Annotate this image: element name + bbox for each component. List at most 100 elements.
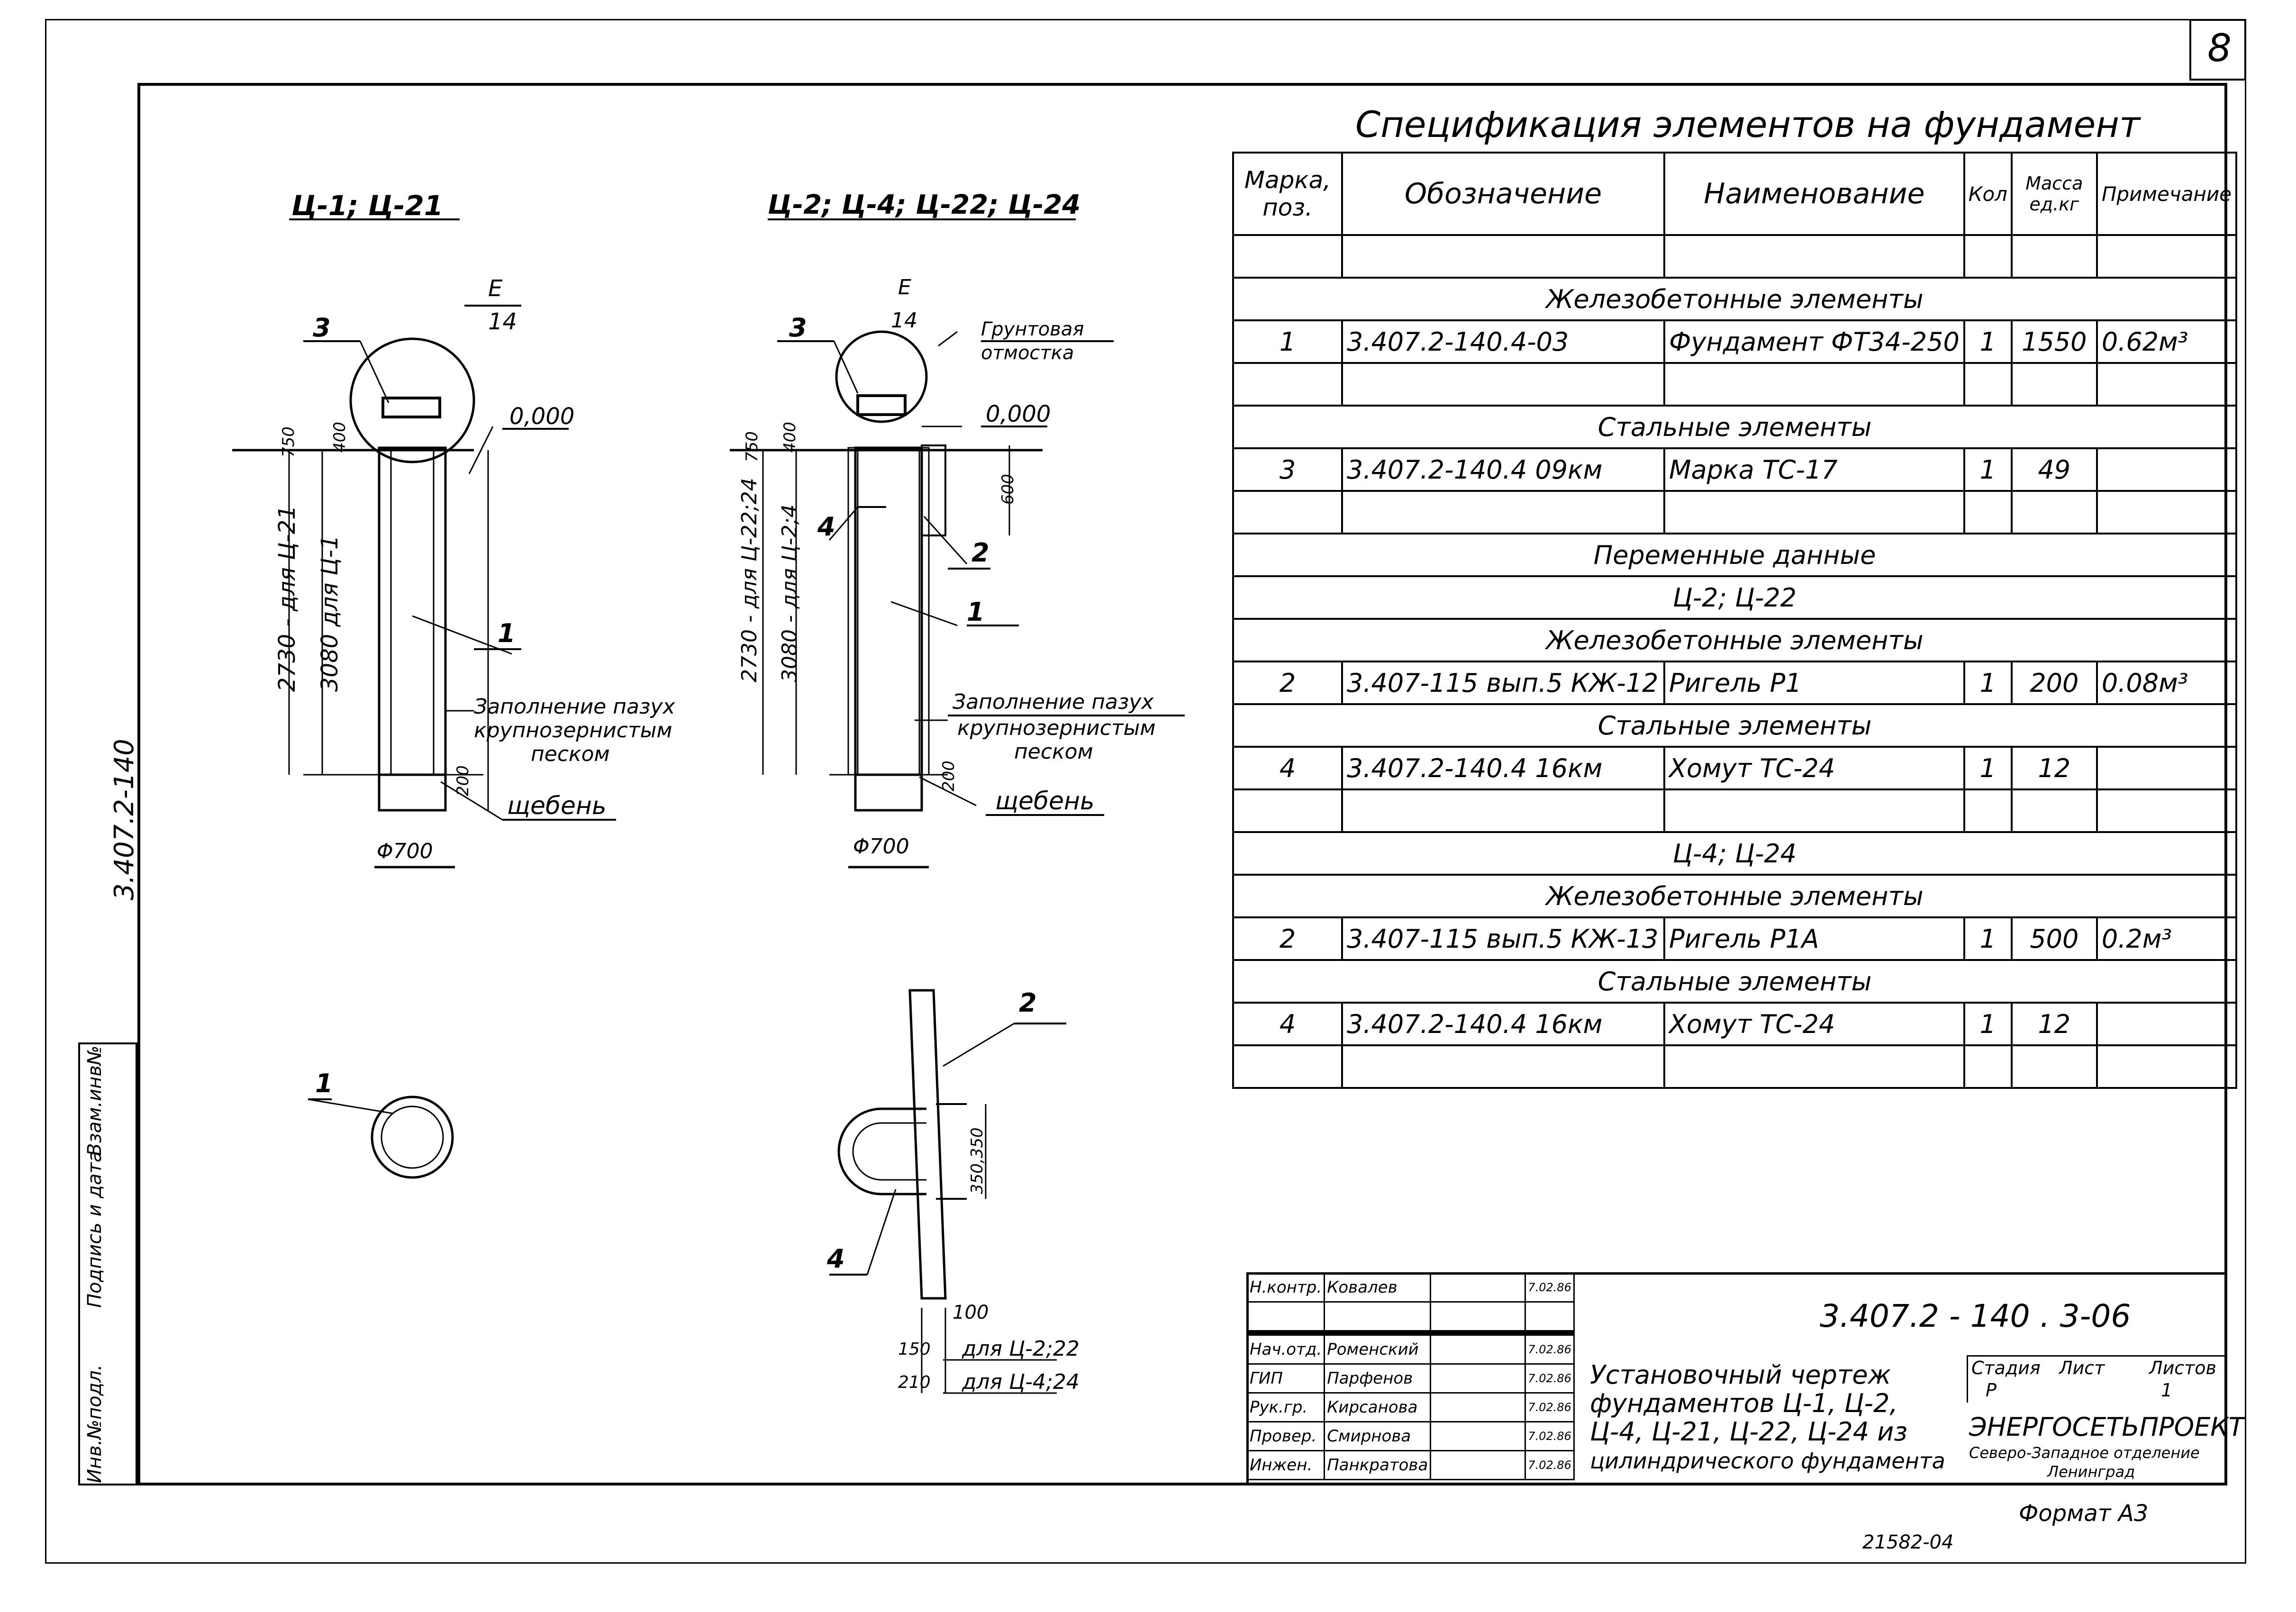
spec-title: Спецификация элементов на фундамент bbox=[1355, 103, 2141, 145]
spec-cell-note: 0.2м³ bbox=[2096, 916, 2238, 961]
plan2-dim-150-note: для Ц-2;22 bbox=[962, 1337, 1080, 1361]
view2-dim-length-a: 2730 - для Ц-22;24 bbox=[737, 478, 762, 682]
spec-table: Марка, поз. Обозначение Наименование Кол… bbox=[1232, 152, 2238, 1089]
spec-cell-note: 0.62м³ bbox=[2096, 319, 2238, 364]
spec-section-title: Переменные данные bbox=[1232, 533, 2238, 577]
col-note: Примечание bbox=[2096, 152, 2238, 236]
col-qty: Кол bbox=[1963, 152, 2013, 236]
signature-name: Парфенов bbox=[1324, 1363, 1432, 1394]
view2-note-fill-3: песком bbox=[1014, 740, 1093, 764]
sheets-label: Листов bbox=[2149, 1358, 2216, 1378]
plan2-dim-350: 350,350 bbox=[968, 1127, 987, 1194]
spec-cell-mass bbox=[2010, 1044, 2098, 1089]
spec-cell-mark: 4 bbox=[1232, 746, 1343, 790]
spec-cell-mark: 2 bbox=[1232, 916, 1343, 961]
spec-cell-designation: 3.407.2-140.4-03 bbox=[1341, 319, 1665, 364]
spec-cell-name bbox=[1663, 490, 1965, 534]
spec-section-row: Железобетонные элементы bbox=[1232, 874, 2238, 918]
spec-cell-qty: 1 bbox=[1963, 447, 2013, 492]
spec-cell-mass: 500 bbox=[2010, 916, 2098, 961]
spec-cell-note bbox=[2096, 788, 2238, 833]
spec-cell-name: Хомут ТС-24 bbox=[1663, 746, 1965, 790]
signature-role: ГИП bbox=[1246, 1363, 1325, 1394]
spec-cell-mark bbox=[1232, 490, 1343, 534]
plan1-pos: 1 bbox=[315, 1069, 333, 1098]
stage-label: Стадия bbox=[1971, 1358, 2041, 1378]
spec-cell-name bbox=[1663, 1044, 1965, 1089]
col-mass: Масса ед.кг bbox=[2010, 152, 2098, 236]
spec-cell-mass: 12 bbox=[2010, 1002, 2098, 1046]
signature-spacer-cell bbox=[1525, 1301, 1575, 1334]
signature-date: 7.02.86 bbox=[1525, 1332, 1575, 1365]
org-name: ЭНЕРГОСЕТЬПРОЕКТ bbox=[1969, 1412, 2244, 1442]
signature-sign bbox=[1430, 1392, 1526, 1422]
signature-role: Н.контр. bbox=[1246, 1272, 1325, 1303]
view1-callout-sheet: 14 bbox=[488, 308, 517, 335]
plan2-dim-210: 210 bbox=[898, 1373, 931, 1392]
view2-pos3: 3 bbox=[789, 313, 807, 343]
spec-cell-designation bbox=[1341, 362, 1665, 407]
doc-number: 3.407.2 - 140 . 3-06 bbox=[1820, 1298, 2131, 1334]
signature-role: Рук.гр. bbox=[1246, 1392, 1325, 1422]
spec-cell-note bbox=[2096, 447, 2238, 492]
signature-date: 7.02.86 bbox=[1525, 1392, 1575, 1422]
spec-cell-mass: 12 bbox=[2010, 746, 2098, 790]
view1-dim-diam: Φ700 bbox=[377, 839, 433, 863]
signature-spacer-cell bbox=[1324, 1301, 1432, 1334]
view1-dim-200: 200 bbox=[454, 765, 472, 796]
signature-date: 7.02.86 bbox=[1525, 1272, 1575, 1303]
view2-dim-200: 200 bbox=[939, 761, 958, 791]
plan2-dim-210-note: для Ц-4;24 bbox=[962, 1370, 1080, 1394]
spec-cell-qty bbox=[1963, 788, 2013, 833]
org-branch: Северо-Западное отделение bbox=[1969, 1444, 2200, 1462]
spec-section-row: Стальные элементы bbox=[1232, 405, 2238, 449]
spec-cell-mark: 4 bbox=[1232, 1002, 1343, 1046]
signature-sign bbox=[1430, 1332, 1526, 1365]
view2-title: Ц-2; Ц-4; Ц-22; Ц-24 bbox=[768, 190, 1081, 220]
spec-cell-qty: 1 bbox=[1963, 1002, 2013, 1046]
inventory-stamp: 21582-04 bbox=[1862, 1531, 1954, 1553]
col-designation: Обозначение bbox=[1341, 152, 1665, 236]
spec-cell-mark: 3 bbox=[1232, 447, 1343, 492]
spec-section-title: Железобетонные элементы bbox=[1232, 277, 2238, 321]
spec-cell-mass: 49 bbox=[2010, 447, 2098, 492]
spec-cell-name bbox=[1663, 362, 1965, 407]
view2-dim-750: 750 bbox=[743, 431, 762, 462]
spec-cell-name bbox=[1663, 234, 1965, 279]
spec-cell-mark bbox=[1232, 362, 1343, 407]
spec-section-title: Железобетонные элементы bbox=[1232, 874, 2238, 918]
format-label: Формат А3 bbox=[2019, 1500, 2149, 1527]
view1-note-fill-3: песком bbox=[531, 742, 610, 766]
view1-note-gravel: щебень bbox=[507, 792, 607, 820]
spec-cell-mass: 200 bbox=[2010, 661, 2098, 705]
view2-dim-600: 600 bbox=[998, 474, 1017, 505]
spec-cell-mark: 1 bbox=[1232, 319, 1343, 364]
spec-cell-designation: 3.407.2-140.4 16км bbox=[1341, 1002, 1665, 1046]
view1-dim-length-b: 3080 для Ц-1 bbox=[317, 535, 343, 692]
spec-cell-mark: 2 bbox=[1232, 661, 1343, 705]
spec-cell-designation bbox=[1341, 490, 1665, 534]
view2-note-gravel: щебень bbox=[995, 787, 1095, 815]
spec-cell-designation bbox=[1341, 788, 1665, 833]
spec-section-row: Стальные элементы bbox=[1232, 703, 2238, 748]
spec-cell-note bbox=[2096, 1044, 2238, 1089]
spec-cell-designation bbox=[1341, 234, 1665, 279]
view1-dim-750: 750 bbox=[279, 426, 298, 457]
signature-date: 7.02.86 bbox=[1525, 1450, 1575, 1480]
signature-sign bbox=[1430, 1272, 1526, 1303]
signature-name: Роменский bbox=[1324, 1332, 1432, 1365]
spec-section-row: Железобетонные элементы bbox=[1232, 618, 2238, 662]
drawing-frame bbox=[45, 19, 2246, 1564]
spec-cell-mass bbox=[2010, 490, 2098, 534]
description-2: фундаментов Ц-1, Ц-2, bbox=[1590, 1388, 1898, 1418]
view2-pos4: 4 bbox=[817, 512, 835, 542]
spec-cell-mark bbox=[1232, 1044, 1343, 1089]
spec-cell-qty: 1 bbox=[1963, 746, 2013, 790]
